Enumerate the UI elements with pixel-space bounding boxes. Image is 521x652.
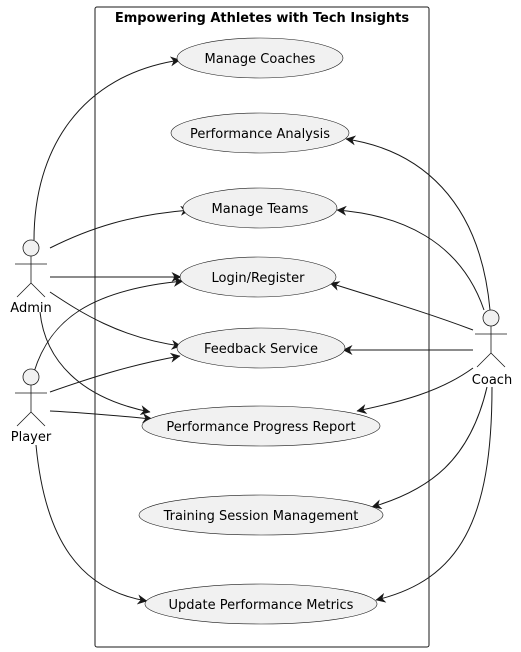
use-case-training-session-management: Training Session Management <box>138 494 384 536</box>
edge-admin-progress-report <box>39 311 151 416</box>
associations <box>33 56 493 605</box>
use-case-label: Performance Analysis <box>190 127 330 142</box>
edge-coach-update-metrics <box>375 386 493 603</box>
edge-player-update-metrics <box>35 444 148 605</box>
use-case-manage-coaches: Manage Coaches <box>176 37 344 79</box>
actor-label: Coach <box>472 373 512 388</box>
system-boundary: Empowering Athletes with Tech Insights <box>94 6 430 648</box>
edge-admin-feedback-service <box>49 291 182 350</box>
edge-player-feedback-service <box>49 352 181 393</box>
edge-admin-manage-coaches <box>33 56 181 241</box>
system-title: Empowering Athletes with Tech Insights <box>115 11 410 26</box>
actor-player: Player <box>11 368 52 445</box>
edge-coach-performance-analysis <box>345 135 491 311</box>
edge-player-login-register <box>33 276 184 373</box>
actor-admin: Admin <box>10 239 52 316</box>
edge-coach-login-register <box>329 281 474 331</box>
use-case-label: Manage Coaches <box>205 52 316 67</box>
edge-coach-manage-teams <box>336 205 485 311</box>
use-case-performance-progress-report: Performance Progress Report <box>141 405 381 447</box>
use-case-label: Performance Progress Report <box>166 420 355 435</box>
actor-label: Player <box>11 430 52 445</box>
actor-coach: Coach <box>472 309 512 388</box>
actor-label: Admin <box>10 301 51 316</box>
use-case-label: Training Session Management <box>163 509 359 524</box>
use-case-update-performance-metrics: Update Performance Metrics <box>144 583 378 625</box>
use-case-label: Manage Teams <box>212 202 309 217</box>
use-case-label: Feedback Service <box>204 342 318 357</box>
edge-coach-training-session <box>371 386 488 510</box>
use-case-label: Update Performance Metrics <box>169 598 354 613</box>
use-case-login-register: Login/Register <box>179 256 337 298</box>
use-case-label: Login/Register <box>212 271 306 286</box>
edge-coach-progress-report <box>356 367 474 414</box>
use-case-manage-teams: Manage Teams <box>182 187 338 229</box>
edge-admin-manage-teams <box>49 205 191 249</box>
use-case-performance-analysis: Performance Analysis <box>170 112 350 154</box>
edge-player-progress-report <box>49 410 153 424</box>
use-case-feedback-service: Feedback Service <box>176 327 346 369</box>
